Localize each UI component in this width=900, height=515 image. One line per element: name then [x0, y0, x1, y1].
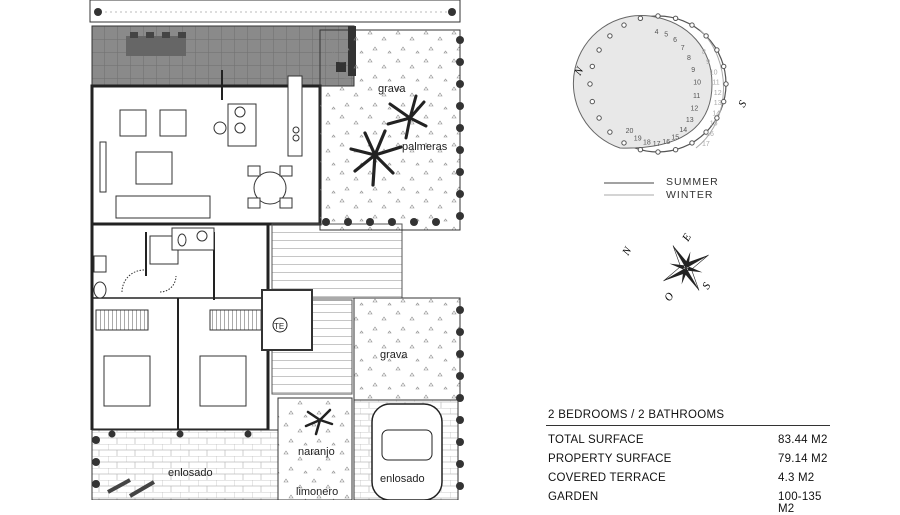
spec-row: TOTAL SURFACE 83.44 M2	[548, 434, 830, 452]
hour-tick: 8	[702, 49, 706, 56]
sun-dot	[637, 15, 644, 21]
sun-dot	[689, 22, 695, 28]
living-furniture	[99, 75, 303, 219]
hour-tick: 18	[643, 140, 651, 147]
label-enlosado-right: enlosado	[380, 473, 425, 485]
sun-dot	[672, 147, 679, 153]
compass-s: S	[700, 280, 713, 291]
sun-dot	[672, 15, 679, 21]
spec-label: GARDEN	[548, 491, 599, 503]
hour-tick: 20	[626, 128, 634, 135]
sun-dot	[714, 47, 720, 53]
hour-tick: 17	[653, 141, 661, 148]
compass-n: N	[620, 245, 635, 259]
sun-south-label: S	[736, 98, 749, 109]
label-palmeras: palmeras	[402, 141, 448, 153]
hour-tick: 9	[706, 59, 710, 66]
sun-dot	[714, 115, 720, 121]
spec-label: PROPERTY SURFACE	[548, 453, 672, 465]
spec-row: GARDEN 100-135 M2	[548, 491, 830, 515]
sun-dot	[637, 147, 644, 153]
spec-divider	[546, 425, 830, 426]
label-te: TE	[274, 322, 284, 331]
sun-dot	[607, 129, 613, 135]
label-enlosado-left: enlosado	[168, 467, 213, 479]
hour-tick: 15	[671, 135, 679, 142]
sun-dot	[689, 140, 695, 146]
hour-tick: 5	[664, 32, 668, 39]
compass-e: E	[680, 231, 694, 244]
sun-dot	[607, 33, 613, 39]
label-grava-top: grava	[378, 83, 406, 95]
winter-path	[695, 29, 724, 149]
hour-tick: 10	[710, 69, 718, 76]
hedge-dots	[92, 36, 464, 490]
spec-value: 100-135 M2	[778, 491, 822, 515]
spec-value: 4.3 M2	[778, 472, 815, 484]
spec-value: 83.44 M2	[778, 434, 828, 446]
sun-legend: SUMMER WINTER	[604, 176, 719, 201]
sun-dot	[721, 98, 727, 105]
sun-dot	[655, 13, 661, 19]
hour-tick: 12	[714, 90, 722, 97]
compass-rose	[663, 245, 709, 291]
hour-tick: 11	[712, 80, 719, 87]
garden-top	[319, 29, 461, 231]
label-limonero: limonero	[296, 486, 338, 498]
sun-dot	[703, 129, 709, 135]
spec-label: TOTAL SURFACE	[548, 434, 644, 446]
compass-o: O	[662, 291, 676, 304]
sun-dot	[721, 63, 727, 70]
bedrooms	[95, 309, 263, 407]
pool-strip	[89, 0, 461, 23]
bathroom-fixtures	[93, 227, 215, 299]
sun-dot	[621, 22, 627, 28]
covered-terrace	[91, 25, 356, 87]
garden-bottom	[91, 297, 461, 500]
hour-tick: 6	[673, 37, 677, 44]
sun-dot	[596, 115, 602, 121]
legend-summer: SUMMER	[666, 176, 719, 188]
summer-path	[572, 14, 713, 149]
hour-tick: 16	[706, 131, 714, 138]
spec-row: PROPERTY SURFACE 79.14 M2	[548, 453, 830, 471]
sun-dot	[703, 33, 709, 39]
sun-dot	[723, 81, 729, 87]
sun-dot	[587, 81, 593, 87]
hour-tick: 4	[655, 29, 659, 36]
spec-value: 79.14 M2	[778, 453, 828, 465]
legend-winter: WINTER	[666, 189, 713, 201]
spec-label: COVERED TERRACE	[548, 472, 666, 484]
sun-dot	[655, 149, 661, 155]
sun-dot	[596, 47, 602, 53]
spec-row: COVERED TERRACE 4.3 M2	[548, 472, 830, 490]
hour-tick: 9	[691, 67, 695, 74]
hour-tick: 14	[712, 110, 720, 117]
sun-dot	[589, 98, 595, 105]
sun-dot	[621, 140, 627, 146]
label-grava-bottom: grava	[380, 349, 408, 361]
floor-plan: grava palmeras TE grava naranjo limonero…	[89, 0, 750, 500]
hour-tick: 17	[702, 141, 710, 148]
hour-tick: 16	[662, 139, 670, 146]
label-naranjo: naranjo	[298, 446, 335, 458]
hour-tick: 11	[693, 93, 700, 100]
hour-tick: 14	[679, 127, 687, 134]
hour-tick: 19	[634, 135, 642, 142]
hour-tick: 8	[687, 55, 691, 62]
sun-dot	[589, 63, 595, 70]
hour-tick: 13	[686, 117, 694, 124]
hour-tick: 10	[693, 80, 701, 87]
entrance-stairs	[261, 223, 403, 395]
hour-tick: 7	[681, 45, 685, 52]
hour-tick: 13	[714, 100, 722, 107]
hour-tick: 12	[691, 106, 699, 113]
spec-title: 2 BEDROOMS / 2 BATHROOMS	[548, 409, 725, 421]
hour-tick: 15	[710, 121, 718, 128]
